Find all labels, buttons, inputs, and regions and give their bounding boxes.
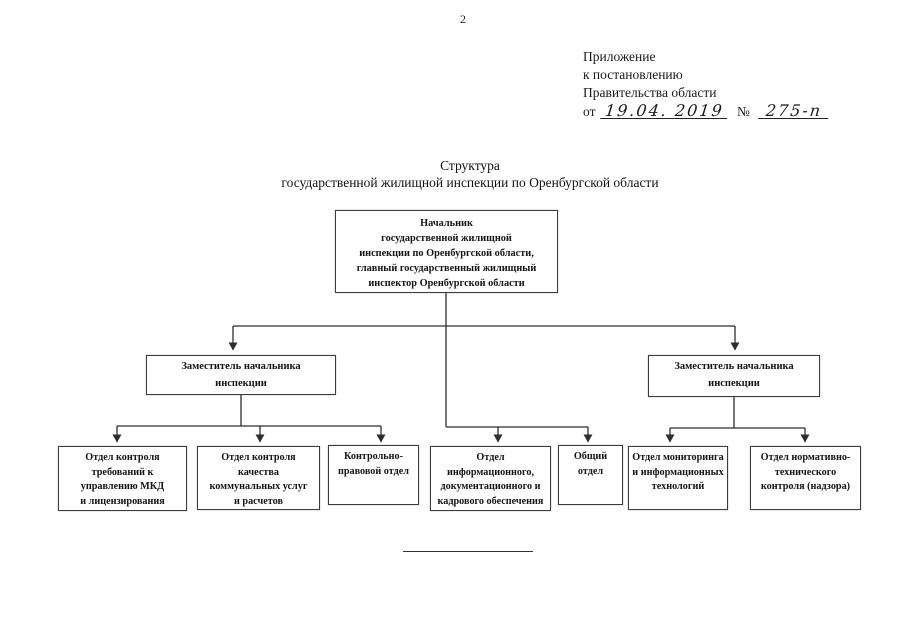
org-node-deputy-left: Заместитель начальника инспекции bbox=[146, 355, 336, 395]
chart-title: Структура государственной жилищной инспе… bbox=[35, 158, 905, 191]
org-node-dept-normative-technical: Отдел нормативно- технического контроля … bbox=[750, 446, 861, 510]
org-node-dept-utilities-quality: Отдел контроля качества коммунальных усл… bbox=[197, 446, 320, 510]
handwritten-date: 19.04. 2019 bbox=[600, 101, 729, 120]
org-node-dept-mkd-control: Отдел контроля требований к управлению М… bbox=[58, 446, 187, 511]
annex-block: Приложение к постановлению Правительства… bbox=[583, 48, 831, 121]
chart-title-line-2: государственной жилищной инспекции по Ор… bbox=[281, 174, 659, 190]
footer-separator-line bbox=[403, 551, 533, 552]
org-node-dept-information-hr: Отдел информационного, документационного… bbox=[430, 446, 551, 511]
org-node-dept-monitoring-it: Отдел мониторинга и информационных техно… bbox=[628, 446, 728, 510]
page-number: 2 bbox=[460, 12, 466, 26]
annex-line-2: к постановлению bbox=[583, 67, 683, 82]
handwritten-number: 275-п bbox=[758, 101, 831, 120]
annex-line-1: Приложение bbox=[583, 49, 656, 64]
annex-from-label: от bbox=[583, 104, 596, 119]
annex-reference-line: от 19.04. 2019 № 275-п bbox=[583, 101, 831, 121]
annex-number-sign: № bbox=[736, 104, 750, 119]
org-node-dept-general: Общий отдел bbox=[558, 445, 623, 505]
annex-line-3: Правительства области bbox=[583, 85, 717, 100]
org-node-head-of-inspection: Начальник государственной жилищной инспе… bbox=[335, 210, 558, 293]
org-node-deputy-right: Заместитель начальника инспекции bbox=[648, 355, 820, 397]
chart-title-line-1: Структура bbox=[440, 158, 500, 173]
org-node-dept-control-legal: Контрольно- правовой отдел bbox=[328, 445, 419, 505]
